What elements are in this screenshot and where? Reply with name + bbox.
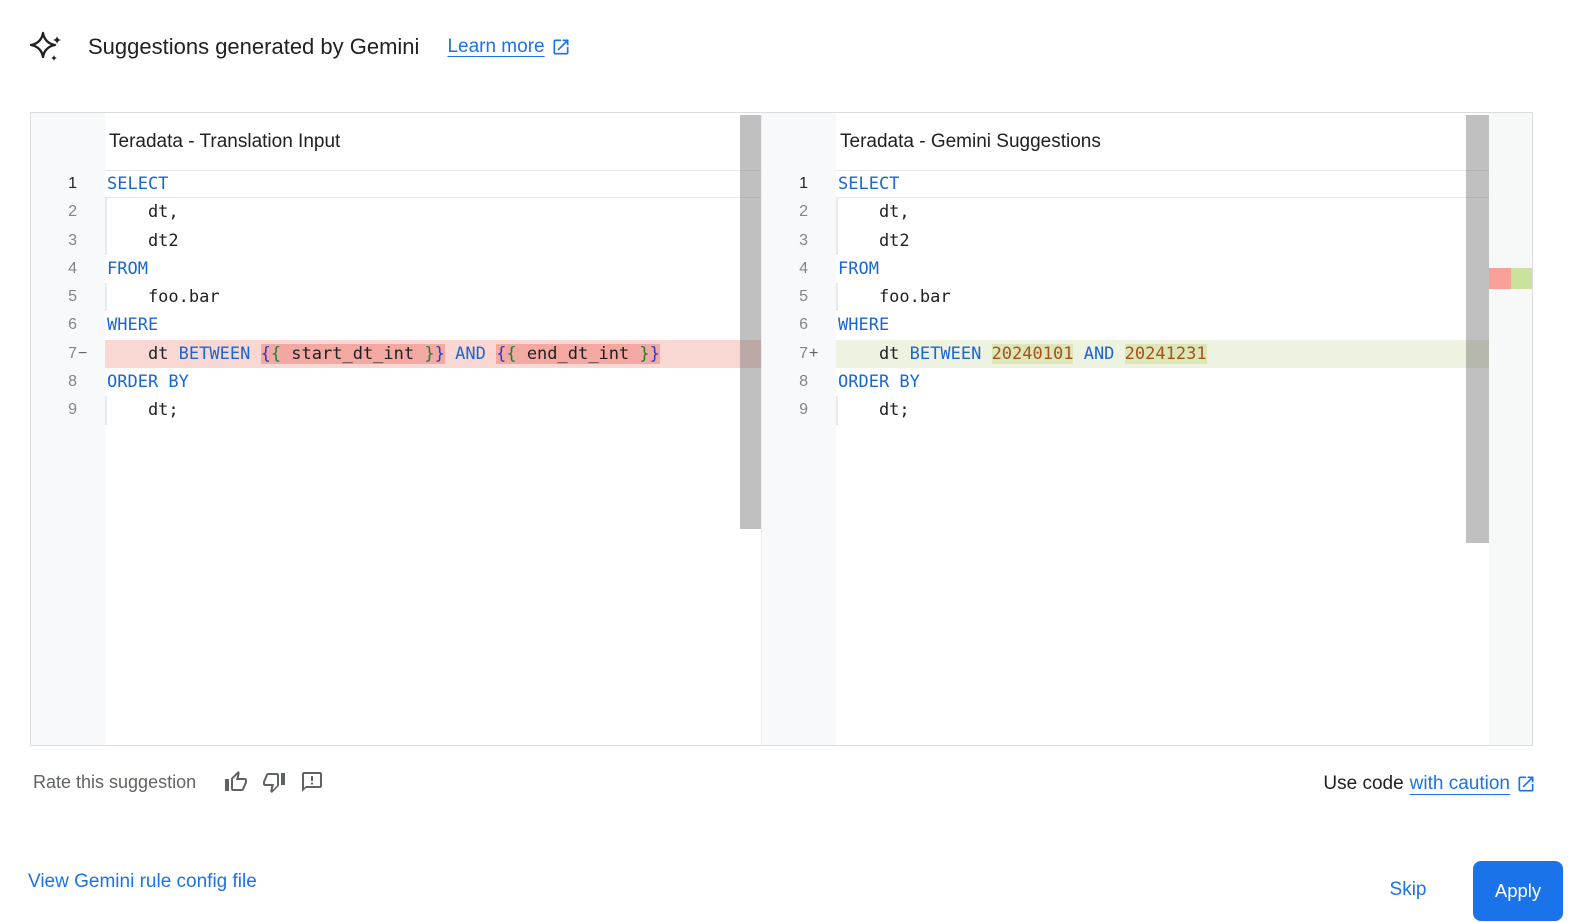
code-line[interactable]: 1 SELECT: [31, 170, 761, 199]
line-number: 1: [799, 175, 808, 192]
line-number: 2: [68, 203, 77, 221]
code-line[interactable]: 5 foo.bar: [31, 283, 761, 311]
line-number: 1: [68, 175, 77, 192]
line-number: 2: [799, 203, 808, 221]
rate-row: Rate this suggestion: [33, 770, 338, 794]
added-diff-marker: [1511, 268, 1532, 289]
code-line[interactable]: 9 dt;: [762, 396, 1532, 424]
code-line[interactable]: 2 dt,: [762, 198, 1532, 226]
scrollbar-left[interactable]: [740, 115, 761, 529]
rate-label: Rate this suggestion: [33, 771, 197, 792]
header: Suggestions generated by Gemini Learn mo…: [29, 28, 571, 66]
line-number: 6: [68, 316, 77, 334]
code-text: WHERE: [838, 315, 890, 336]
code-text: SELECT: [836, 170, 1532, 199]
code-line[interactable]: 5 foo.bar: [762, 283, 1532, 311]
diff-word-highlight: 20240101: [991, 343, 1074, 364]
code-line[interactable]: 7+ dt BETWEEN 20240101 AND 20241231: [762, 339, 1532, 369]
code-text: dt,: [836, 198, 1532, 226]
gemini-sparkle-icon: [29, 30, 64, 64]
code-line[interactable]: 4 FROM: [31, 255, 761, 283]
code-line[interactable]: 7− dt BETWEEN {{ start_dt_int }} AND {{ …: [31, 339, 761, 369]
code-line[interactable]: 1 SELECT: [762, 170, 1532, 199]
feedback-icon[interactable]: [300, 770, 324, 794]
code-text: dt2: [105, 227, 761, 255]
learn-more-link[interactable]: Learn more: [447, 36, 570, 58]
panel-title-suggestions: Teradata - Gemini Suggestions: [840, 131, 1101, 152]
removed-diff-marker: [1489, 268, 1511, 289]
code-line[interactable]: 6 WHERE: [31, 311, 761, 339]
diff-word-highlight: {{ start_dt_int }}: [260, 343, 445, 364]
line-number: 3: [68, 231, 77, 249]
code-text: dt,: [105, 198, 761, 226]
code-text: SELECT: [105, 170, 761, 199]
code-text: ORDER BY: [107, 372, 189, 393]
line-number: 8: [799, 373, 808, 391]
code-line[interactable]: 2 dt,: [31, 198, 761, 226]
line-number: 4: [799, 259, 808, 277]
code-line[interactable]: 8 ORDER BY: [762, 368, 1532, 396]
page-title: Suggestions generated by Gemini: [88, 34, 420, 59]
diff-word-highlight: 20241231: [1124, 343, 1207, 364]
code-text: dt BETWEEN 20240101 AND 20241231: [836, 339, 1532, 369]
code-text: WHERE: [107, 315, 159, 336]
code-text: ORDER BY: [838, 372, 920, 393]
with-caution-link[interactable]: with caution: [1410, 773, 1536, 795]
diff-word-highlight: {{ end_dt_int }}: [496, 343, 660, 364]
line-number: 7+: [799, 344, 819, 362]
line-number: 5: [799, 288, 808, 306]
code-line[interactable]: 9 dt;: [31, 396, 761, 424]
line-number: 6: [799, 316, 808, 334]
code-line[interactable]: 6 WHERE: [762, 311, 1532, 339]
code-line[interactable]: 3 dt2: [762, 227, 1532, 255]
thumb-up-icon[interactable]: [224, 770, 248, 794]
code-text: dt;: [105, 396, 761, 424]
code-text: foo.bar: [836, 283, 1532, 311]
code-text: dt;: [836, 396, 1532, 424]
line-number: 5: [68, 288, 77, 306]
code-line[interactable]: 4 FROM: [762, 255, 1532, 283]
line-number: 4: [68, 259, 77, 277]
line-number-gutter: [762, 113, 836, 745]
code-line[interactable]: 8 ORDER BY: [31, 368, 761, 396]
scrollbar-right[interactable]: [1466, 115, 1489, 543]
diff-overview-ruler[interactable]: [1489, 113, 1532, 745]
panel-title-input: Teradata - Translation Input: [109, 131, 341, 152]
skip-button[interactable]: Skip: [1378, 860, 1438, 920]
code-text: dt BETWEEN {{ start_dt_int }} AND {{ end…: [105, 339, 761, 369]
code-text: FROM: [107, 258, 148, 279]
with-caution-label: with caution: [1409, 773, 1510, 794]
apply-button[interactable]: Apply: [1473, 861, 1563, 921]
view-rule-config-link[interactable]: View Gemini rule config file: [28, 871, 257, 892]
line-number-gutter: [31, 113, 105, 745]
code-text: FROM: [838, 258, 879, 279]
code-line[interactable]: 3 dt2: [31, 227, 761, 255]
use-code-caution: Use code with caution: [1323, 773, 1536, 795]
open-in-new-icon: [553, 39, 569, 55]
line-number: 7−: [68, 344, 88, 362]
code-text: foo.bar: [105, 283, 761, 311]
line-number: 3: [799, 231, 808, 249]
learn-more-label: Learn more: [447, 36, 545, 57]
code-text: dt2: [836, 227, 1532, 255]
line-number: 9: [799, 401, 808, 419]
line-number: 8: [68, 373, 77, 391]
open-in-new-icon: [1518, 776, 1534, 792]
thumb-down-icon[interactable]: [262, 770, 286, 794]
line-number: 9: [68, 401, 77, 419]
use-code-text: Use code: [1323, 773, 1404, 794]
